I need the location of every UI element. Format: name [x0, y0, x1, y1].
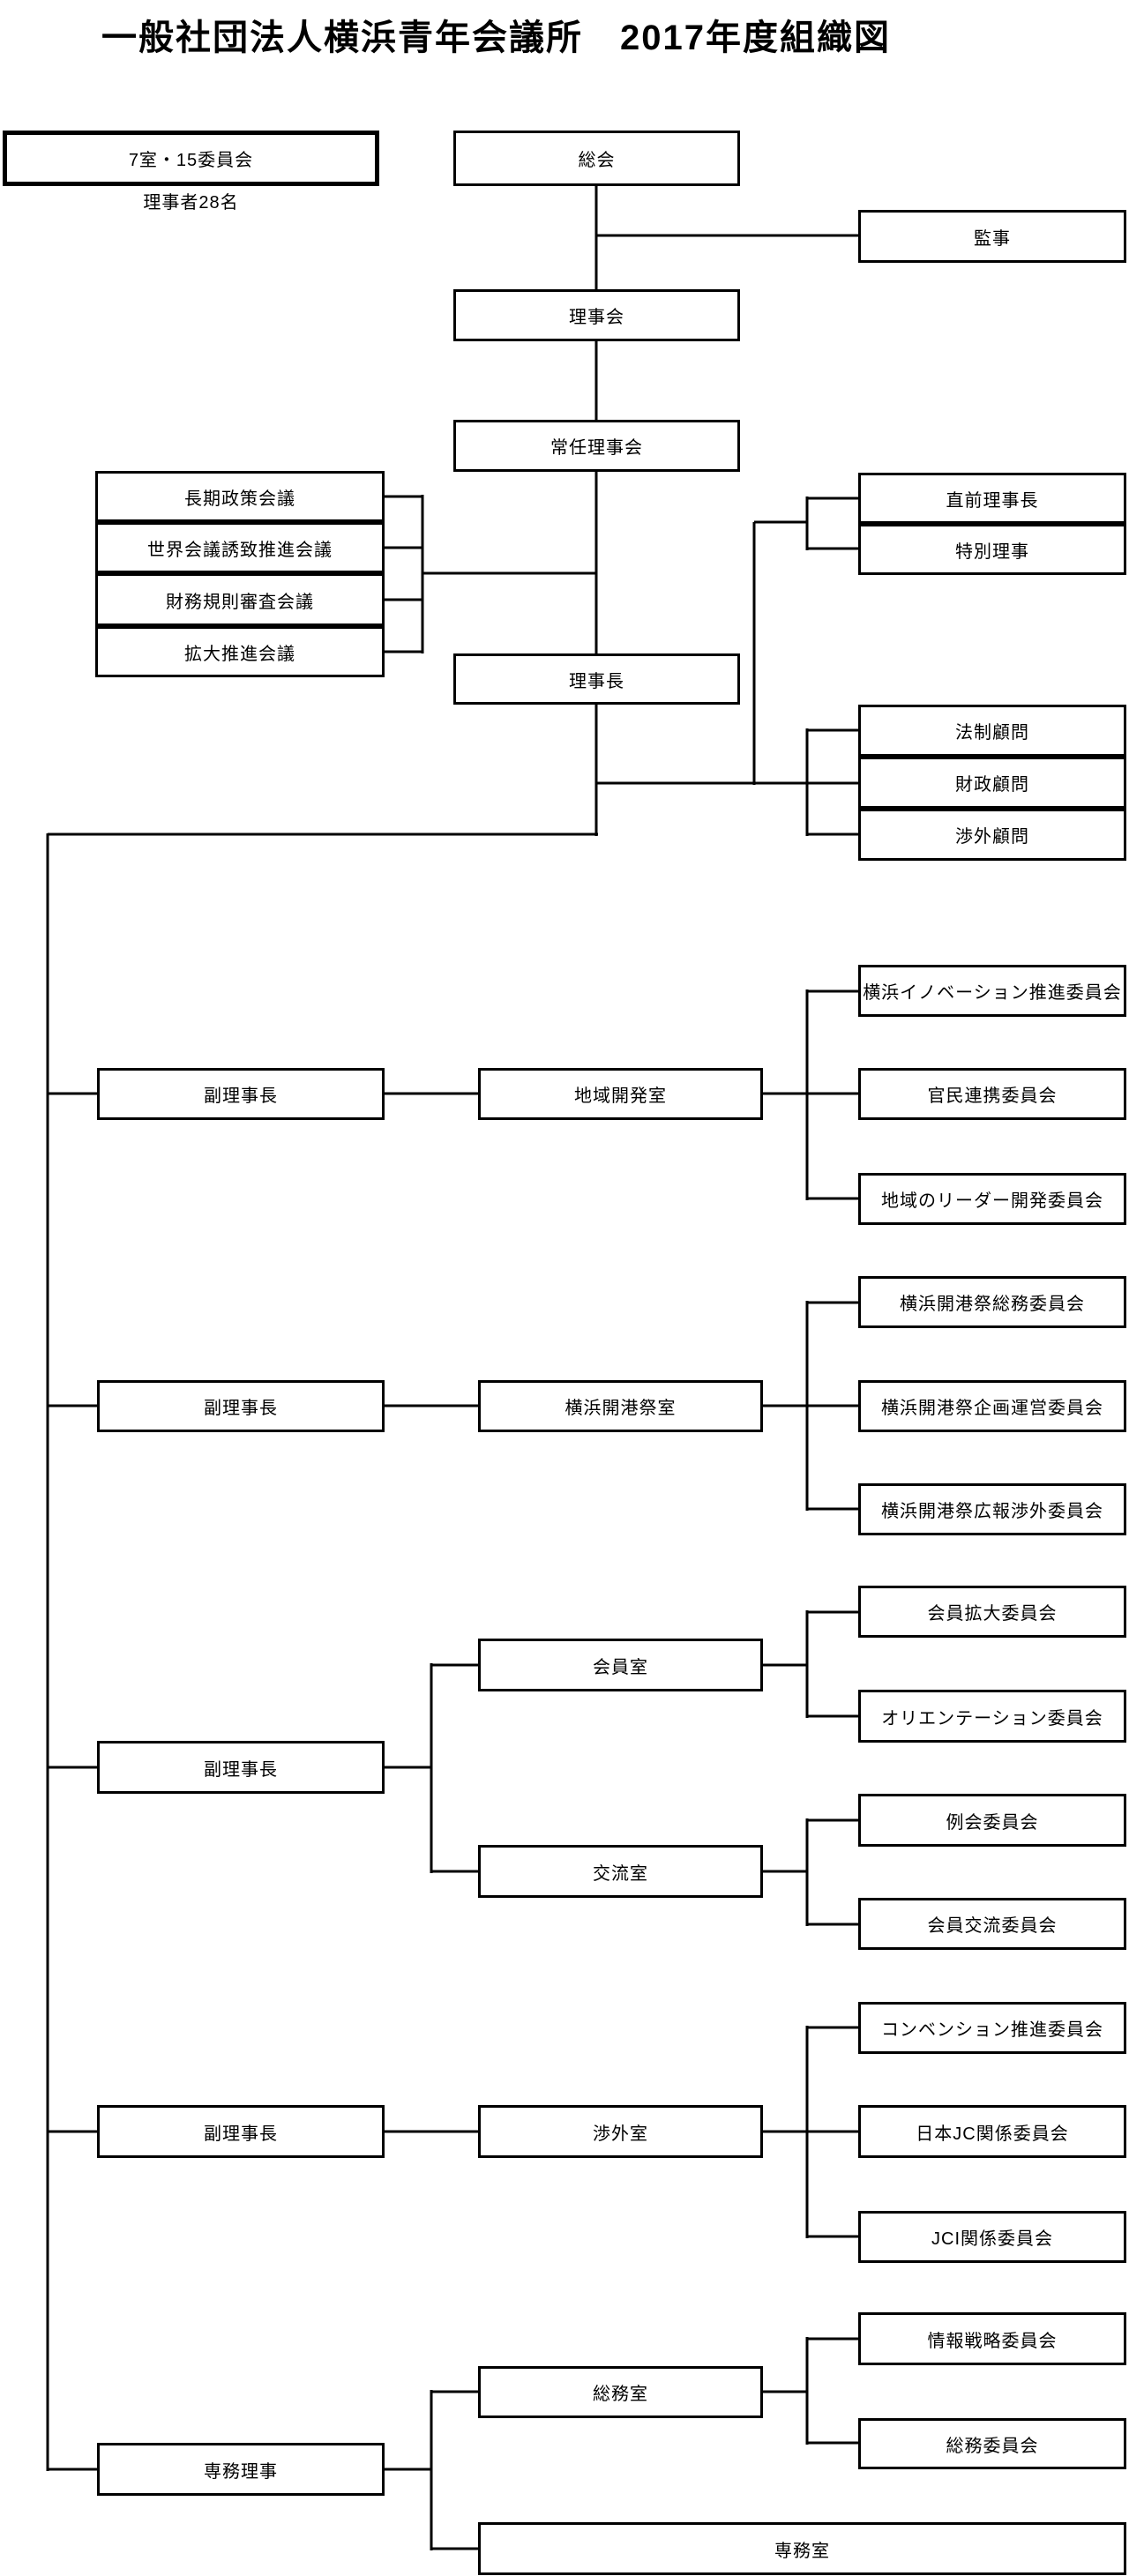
- box-committee-membership-expansion: 会員拡大委員会: [858, 1586, 1126, 1638]
- box-external-affairs-advisor: 渉外顧問: [858, 809, 1126, 861]
- box-vice-chairman-1: 副理事長: [97, 1068, 385, 1120]
- box-chairman: 理事長: [453, 653, 740, 705]
- box-immediate-past-chairman: 直前理事長: [858, 473, 1126, 524]
- box-conference-expansion-promotion: 拡大推進会議: [95, 626, 385, 677]
- box-special-director: 特別理事: [858, 524, 1126, 575]
- box-committee-general-affairs: 総務委員会: [858, 2418, 1126, 2469]
- box-committee-orientation: オリエンテーション委員会: [858, 1690, 1126, 1743]
- box-legal-advisor: 法制顧問: [858, 705, 1126, 757]
- box-room-executive-office: 専務室: [478, 2522, 1126, 2575]
- box-auditor: 監事: [858, 210, 1126, 263]
- box-committee-port-festival-planning-operation: 横浜開港祭企画運営委員会: [858, 1380, 1126, 1432]
- box-conference-long-term-policy: 長期政策会議: [95, 471, 385, 522]
- box-committee-regional-leader-development: 地域のリーダー開発委員会: [858, 1173, 1126, 1225]
- box-committee-port-festival-general-affairs: 横浜開港祭総務委員会: [858, 1276, 1126, 1328]
- box-committee-yokohama-innovation-promotion: 横浜イノベーション推進委員会: [858, 965, 1126, 1017]
- box-vice-chairman-4: 副理事長: [97, 2105, 385, 2158]
- box-room-exchange: 交流室: [478, 1845, 763, 1898]
- box-committee-member-exchange: 会員交流委員会: [858, 1898, 1126, 1950]
- box-vice-chairman-3: 副理事長: [97, 1741, 385, 1794]
- connector-path: [46, 186, 858, 2550]
- officers-count-note: 理事者28名: [143, 193, 239, 213]
- box-committee-information-strategy: 情報戦略委員会: [858, 2312, 1126, 2365]
- box-executive-director: 専務理事: [97, 2443, 385, 2496]
- page-title: 一般社団法人横浜青年会議所 2017年度組織図: [101, 19, 891, 57]
- box-room-membership: 会員室: [478, 1639, 763, 1691]
- box-room-regional-development: 地域開発室: [478, 1068, 763, 1120]
- box-committee-regular-meeting: 例会委員会: [858, 1794, 1126, 1847]
- box-standing-board: 常任理事会: [453, 420, 740, 472]
- box-conference-finance-rules-review: 財務規則審査会議: [95, 573, 385, 626]
- box-finance-advisor: 財政顧問: [858, 757, 1126, 809]
- box-room-general-affairs: 総務室: [478, 2366, 763, 2418]
- box-vice-chairman-2: 副理事長: [97, 1380, 385, 1432]
- box-room-port-festival: 横浜開港祭室: [478, 1380, 763, 1432]
- rooms-committees-summary-box: 7室・15委員会: [3, 131, 379, 186]
- box-room-external-affairs: 渉外室: [478, 2105, 763, 2158]
- box-general-meeting: 総会: [453, 131, 740, 186]
- box-conference-world-conference-invitation: 世界会議誘致推進会議: [95, 522, 385, 573]
- box-committee-port-festival-pr-external: 横浜開港祭広報渉外委員会: [858, 1483, 1126, 1535]
- box-board-of-directors: 理事会: [453, 289, 740, 341]
- box-committee-convention-promotion: コンベンション推進委員会: [858, 2002, 1126, 2054]
- box-committee-japan-jc-relations: 日本JC関係委員会: [858, 2105, 1126, 2158]
- box-committee-public-private-partnership: 官民連携委員会: [858, 1068, 1126, 1120]
- box-committee-jci-relations: JCI関係委員会: [858, 2211, 1126, 2263]
